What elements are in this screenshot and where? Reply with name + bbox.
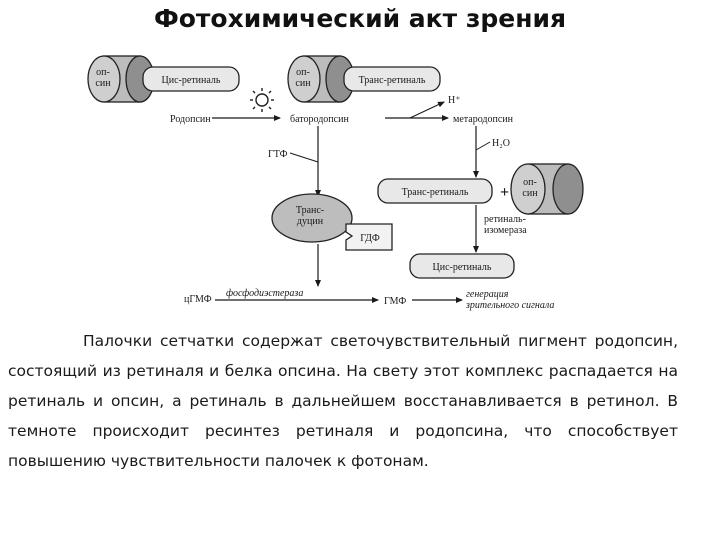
gtp-label: ГТФ [268, 149, 288, 160]
cis-retinal-box-2: Цис-ретиналь [409, 253, 515, 279]
h-plus-label: H⁺ [448, 95, 461, 106]
h2o-branch [475, 141, 491, 151]
opsin-cylinder-3: оп-син [510, 163, 584, 215]
metarhodopsin-label: метародопсин [453, 114, 514, 125]
opsin-label-3: оп-син [522, 177, 538, 199]
trans-retinal-label-1: Транс-ретиналь [359, 75, 426, 86]
transducin-oval: Транс-дуцин [271, 193, 353, 243]
trans-retinal-label-2: Транс-ретиналь [402, 187, 469, 198]
gtp-branch [289, 152, 319, 163]
sun-icon [250, 88, 274, 112]
cis-retinal-box-1: Цис-ретиналь [142, 66, 240, 92]
cis-retinal-label-1: Цис-ретиналь [162, 75, 221, 86]
plus-sign: + [500, 184, 509, 201]
retinal-isomerase-label: ретиналь-изомераза [484, 214, 527, 236]
opsin-cylinder-2: оп-син [287, 55, 355, 103]
arrow-h-plus [409, 101, 445, 119]
phosphodiesterase-label: фосфодиэстераза [226, 288, 303, 299]
trans-retinal-box-2: Транс-ретиналь [377, 178, 493, 204]
gdp-label: ГДФ [360, 233, 380, 244]
gmp-label: ГМФ [384, 296, 406, 307]
phototransduction-diagram: оп-син Цис-ретиналь оп-син Транс-ретинал… [87, 55, 584, 311]
description-paragraph: Палочки сетчатки содержат светочувствите… [8, 332, 678, 470]
bathorhodopsin-label: батородопсин [290, 114, 349, 125]
cgmp-label: цГМФ [184, 294, 212, 305]
gdp-box: ГДФ [345, 223, 393, 251]
h2o-label: H₂O [492, 138, 510, 149]
page-title: Фотохимический акт зрения [153, 4, 567, 33]
opsin-label-1: оп-син [95, 67, 111, 89]
transducin-label: Транс-дуцин [296, 205, 324, 227]
opsin-label-2: оп-син [295, 67, 311, 89]
rhodopsin-label: Родопсин [170, 114, 211, 125]
cis-retinal-label-2: Цис-ретиналь [433, 262, 492, 273]
trans-retinal-box-1: Транс-ретиналь [343, 66, 441, 92]
